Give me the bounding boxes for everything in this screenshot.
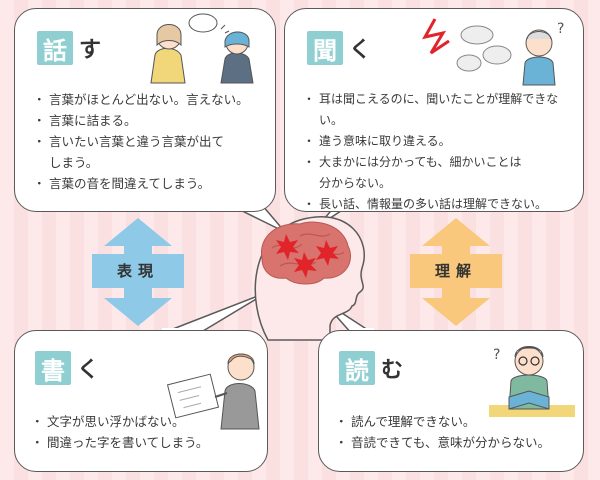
speaking-kana: す [79,32,101,64]
list-item: 間違った字を書いてしまう。 [35,432,255,453]
listening-bubble: 聞 く ? 耳は聞こえるのに、聞いたことが理解できない。 違う意味に取り違える。… [284,8,584,212]
speaking-kanji: 話 [37,31,73,65]
list-item: 大まかには分かっても、細かいことは [307,152,579,173]
listening-symptom-list: 耳は聞こえるのに、聞いたことが理解できない。 違う意味に取り違える。 大まかには… [307,89,579,215]
list-item: 音読できても、意味が分からない。 [339,432,575,453]
label-expression: 表現 [92,253,184,287]
confused-listener-icon: ? [405,13,575,87]
speaking-bubble: 話 す 言葉がほとんど出ない。言えない。 言葉に詰まる。 言いたい言葉と違う言葉… [14,8,276,212]
writing-kana: く [77,352,99,384]
list-item: 言葉に詰まる。 [37,110,269,131]
speaking-symptom-list: 言葉がほとんど出ない。言えない。 言葉に詰まる。 言いたい言葉と違う言葉が出て … [37,89,269,194]
reading-bubble: 読 む ? 読んで理解できない。 音読できても、意味が分からない。 [318,330,584,472]
reading-heading: 読 む [339,351,403,385]
list-item: しまう。 [37,152,269,173]
conversation-people-icon [145,11,265,85]
writing-heading: 書 く [35,351,99,385]
svg-text:?: ? [557,21,564,37]
list-item: 長い話、情報量の多い話は理解できない。 [307,194,579,215]
reading-kanji: 読 [339,351,375,385]
list-item: 読んで理解できない。 [339,411,575,432]
listening-heading: 聞 く [307,31,371,65]
speaking-heading: 話 す [37,31,101,65]
reading-kana: む [381,352,403,384]
reading-symptom-list: 読んで理解できない。 音読できても、意味が分からない。 [339,411,575,453]
writing-bubble: 書 く 文字が思い浮かばない。 間違った字を書いてしまう。 [14,330,268,472]
list-item: 言いたい言葉と違う言葉が出て [37,131,269,152]
label-comprehension: 理解 [410,253,502,287]
list-item: 言葉の音を間違えてしまう。 [37,173,269,194]
list-item: 違う意味に取り違える。 [307,131,579,152]
list-item: 分からない。 [307,173,579,194]
svg-text:?: ? [493,347,500,363]
list-item: 文字が思い浮かばない。 [35,411,255,432]
listening-kana: く [349,32,371,64]
list-item: 耳は聞こえるのに、聞いたことが理解できない。 [307,89,579,131]
list-item: 言葉がほとんど出ない。言えない。 [37,89,269,110]
writing-kanji: 書 [35,351,71,385]
writing-symptom-list: 文字が思い浮かばない。 間違った字を書いてしまう。 [35,411,255,453]
listening-kanji: 聞 [307,31,343,65]
person-reading-icon: ? [479,331,579,419]
